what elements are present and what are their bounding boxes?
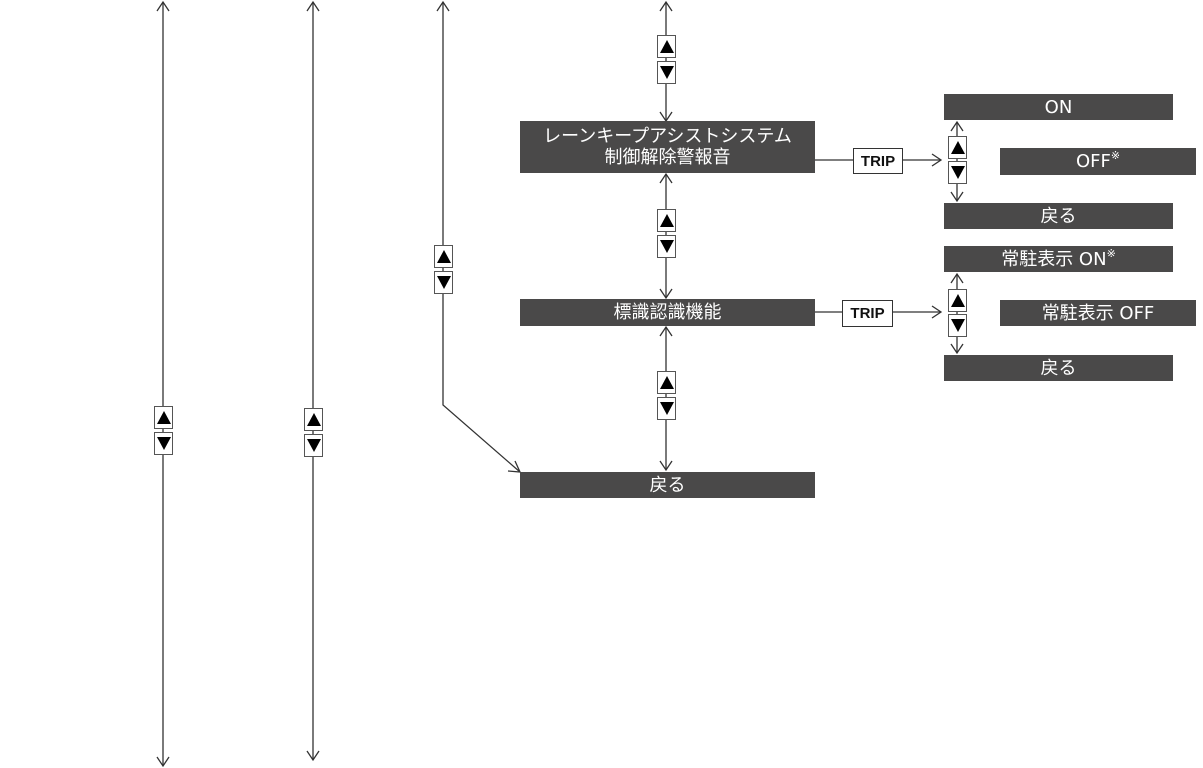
sign-on-label: 常駐表示 ON※ (1001, 246, 1116, 270)
down-button[interactable] (948, 314, 967, 337)
sign-off-label: 常駐表示 OFF (1041, 302, 1155, 324)
lane-keep-title: レーンキープアシストシステム (543, 126, 792, 147)
down-button[interactable] (657, 235, 676, 258)
lane-keep-alert-box[interactable]: レーンキープアシストシステム 制御解除警報音 (520, 121, 815, 173)
down-triangle-icon (950, 166, 965, 179)
down-triangle-icon (659, 66, 674, 79)
trip-button-lane-keep[interactable]: TRIP (853, 148, 903, 174)
option-off-label: OFF※ (1075, 149, 1121, 172)
arrowhead-down (950, 343, 964, 355)
arrowhead-up (659, 325, 673, 337)
up-triangle-icon (659, 376, 674, 389)
lane-keep-subtitle: 制御解除警報音 (604, 147, 731, 168)
trip-button-sign-recognition[interactable]: TRIP (842, 300, 893, 327)
down-triangle-icon (306, 439, 321, 452)
arrowhead-up (156, 0, 170, 12)
up-triangle-icon (306, 413, 321, 426)
up-triangle-icon (659, 40, 674, 53)
sign-on-text: 常駐表示 ON (1001, 248, 1107, 270)
up-triangle-icon (436, 250, 451, 263)
option-off-text: OFF (1075, 151, 1111, 172)
arrowhead-up (950, 272, 964, 284)
arrowhead-down (659, 460, 673, 472)
up-triangle-icon (156, 411, 171, 424)
down-triangle-icon (659, 240, 674, 253)
sign-option-off[interactable]: 常駐表示 OFF (1000, 300, 1196, 326)
sign-option-back[interactable]: 戻る (944, 355, 1173, 381)
default-mark: ※ (1106, 246, 1116, 260)
up-button[interactable] (948, 136, 967, 159)
up-button[interactable] (657, 371, 676, 394)
up-button[interactable] (948, 289, 967, 312)
arrowhead-up (306, 0, 320, 12)
option-back-label: 戻る (1040, 205, 1077, 227)
up-triangle-icon (950, 141, 965, 154)
down-button[interactable] (434, 271, 453, 294)
up-button[interactable] (434, 245, 453, 268)
up-triangle-icon (950, 294, 965, 307)
main-back-box[interactable]: 戻る (520, 472, 815, 498)
down-triangle-icon (436, 276, 451, 289)
arrowhead-up (950, 120, 964, 132)
up-button[interactable] (657, 209, 676, 232)
up-button[interactable] (154, 406, 173, 429)
down-triangle-icon (950, 319, 965, 332)
lane-keep-option-off[interactable]: OFF※ (1000, 148, 1196, 175)
main-back-label: 戻る (649, 474, 686, 496)
sign-recognition-label: 標識認識機能 (613, 302, 722, 323)
arrowhead-right (931, 153, 943, 167)
up-button[interactable] (304, 408, 323, 431)
arrowhead-up (659, 172, 673, 184)
arrowhead-down (950, 191, 964, 203)
down-button[interactable] (304, 434, 323, 457)
arrowhead-right (931, 305, 943, 319)
sign-recognition-box[interactable]: 標識認識機能 (520, 299, 815, 326)
arrowhead-down (306, 750, 320, 762)
arrowhead-down (156, 756, 170, 768)
down-button[interactable] (948, 161, 967, 184)
vertical-cycle-line-3 (442, 2, 521, 473)
lane-keep-option-on[interactable]: ON (944, 94, 1173, 120)
down-button[interactable] (657, 61, 676, 84)
lane-keep-option-back[interactable]: 戻る (944, 203, 1173, 229)
option-on-label: ON (1044, 96, 1073, 118)
arrowhead-down (659, 288, 673, 300)
up-button[interactable] (657, 35, 676, 58)
down-button[interactable] (657, 397, 676, 420)
arrowhead-up (436, 0, 450, 12)
sign-back-label: 戻る (1040, 357, 1077, 379)
default-mark: ※ (1110, 149, 1121, 162)
down-triangle-icon (156, 437, 171, 450)
down-triangle-icon (659, 402, 674, 415)
arrowhead-up (659, 0, 673, 12)
sign-option-on[interactable]: 常駐表示 ON※ (944, 246, 1173, 272)
down-button[interactable] (154, 432, 173, 455)
up-triangle-icon (659, 214, 674, 227)
